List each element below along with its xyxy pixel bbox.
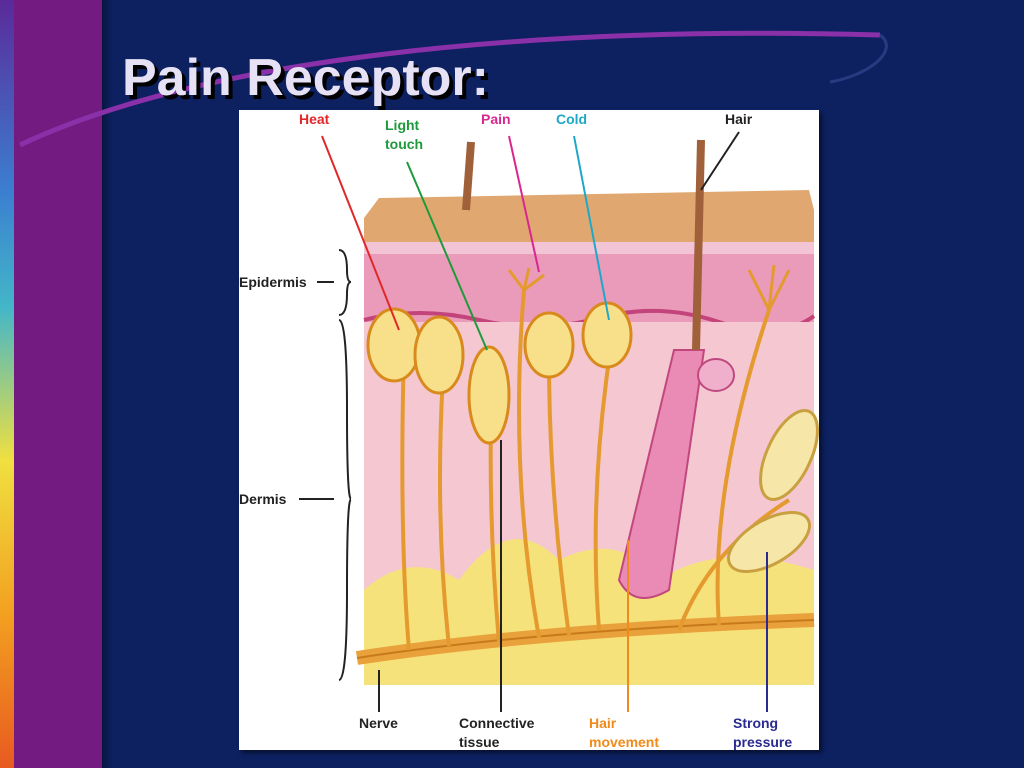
label-epidermis: Epidermis	[239, 274, 307, 290]
sidebar-shadow	[102, 0, 112, 768]
receptor-capsule	[413, 315, 465, 395]
label-dermis: Dermis	[239, 491, 287, 507]
rainbow-strip	[0, 0, 14, 768]
label-light-touch: Light touch	[385, 117, 424, 152]
label-cold: Cold	[556, 111, 588, 127]
label-pain: Pain	[481, 111, 511, 127]
hair-shaft	[692, 139, 705, 351]
lamellar-corpuscle	[759, 409, 819, 501]
receptor-capsule	[467, 345, 511, 445]
sidebar-band	[0, 0, 102, 768]
hair-follicle	[617, 349, 706, 599]
label-strong-pressure: Strong pressure	[733, 715, 793, 750]
decorative-swoosh	[18, 30, 888, 148]
skin-cross-section-illustration	[299, 131, 819, 712]
label-nerve: Nerve	[359, 715, 398, 731]
lamellar-corpuscle	[727, 511, 811, 573]
label-heat: Heat	[299, 111, 330, 127]
receptor-capsule	[581, 301, 633, 369]
skin-receptor-figure: Heat Light touch Pain Cold Hair Epidermi…	[239, 110, 819, 750]
slide-title: Pain Receptor:	[122, 49, 489, 107]
label-hair: Hair	[725, 111, 753, 127]
receptor-capsule	[523, 311, 575, 379]
label-connective-tissue: Connective tissue	[459, 715, 535, 750]
epidermis-layer	[364, 242, 814, 322]
sebaceous-gland	[697, 358, 735, 392]
label-hair-movement: Hair movement	[589, 715, 660, 750]
hair-shaft	[462, 141, 475, 211]
